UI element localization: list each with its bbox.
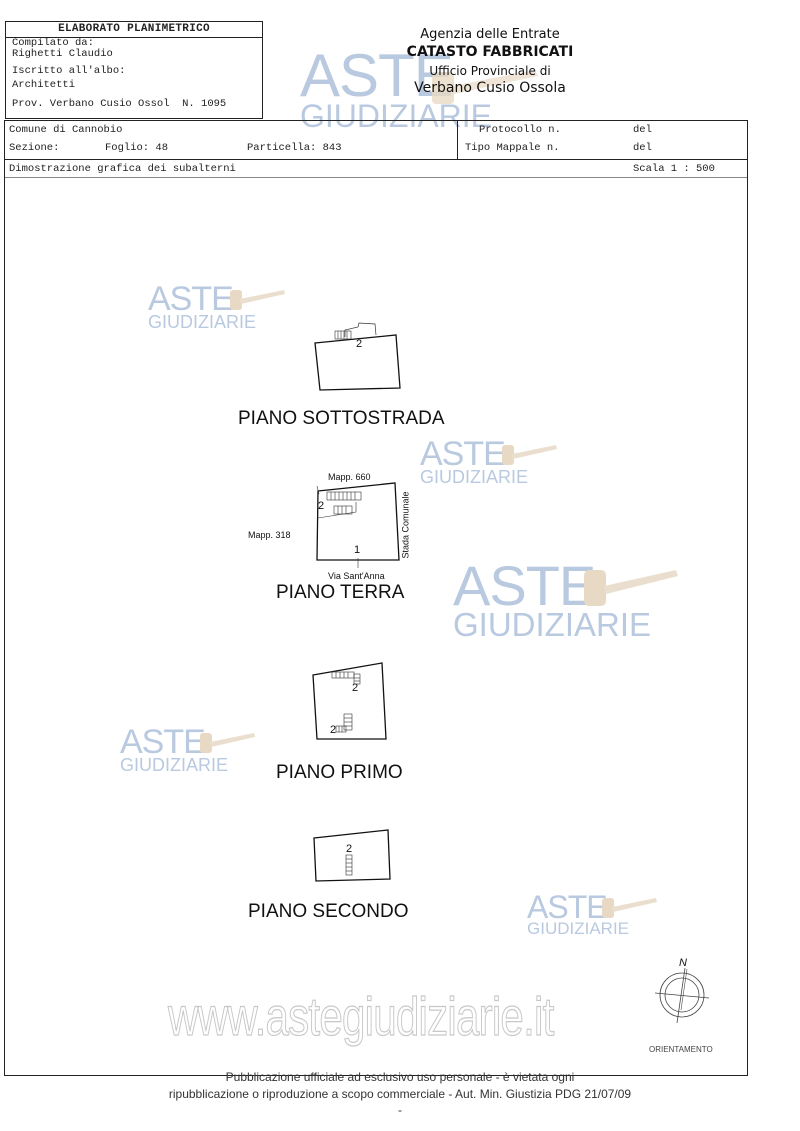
watermark-logo: ASTE GIUDIZIARIE (148, 282, 256, 331)
map-type-date-label: del (633, 142, 652, 154)
adjacent-road-east: Stada Comunale (400, 491, 411, 559)
sheet-number: Foglio: 48 (105, 142, 169, 154)
divider (5, 177, 747, 178)
agency-name: Agenzia delle Entrate (420, 27, 560, 42)
floor-plan-first (312, 662, 387, 740)
divider (457, 121, 458, 159)
adjacent-parcel-north: Mapp. 660 (328, 472, 371, 482)
parcel-number: Particella: 843 (247, 142, 342, 154)
compiled-by-value: Righetti Claudio (12, 48, 113, 60)
watermark-logo-header: ASTE GIUDIZIARIE (300, 46, 493, 134)
watermark-logo-large: ASTE GIUDIZIARIE (453, 558, 652, 643)
adjacent-parcel-west: Mapp. 318 (248, 530, 291, 540)
watermark-aste-text: ASTE (300, 42, 454, 109)
subaltern-number: 2 (318, 500, 325, 512)
watermark-aste-text: ASTE (527, 889, 608, 925)
floor-plan-second (313, 829, 391, 882)
section-label: Sezione: (9, 142, 60, 154)
province-number: Prov. Verbano Cusio Ossol N. 1095 (12, 98, 227, 110)
watermark-aste-text: ASTE (148, 280, 234, 318)
scale: Scala 1 : 500 (633, 163, 715, 175)
plan-label-first: PIANO PRIMO (276, 762, 403, 783)
drafter-info-box: ELABORATO PLANIMETRICO Compilato da: Rig… (5, 21, 263, 119)
plan-label-second: PIANO SECONDO (248, 901, 409, 922)
plan-label-ground: PIANO TERRA (276, 582, 405, 603)
watermark-giudiziarie-text: GIUDIZIARIE (300, 98, 493, 134)
subaltern-number: 2 (356, 338, 363, 350)
gavel-icon (230, 290, 285, 310)
watermark-giudiziarie-text: GIUDIZIARIE (420, 467, 529, 487)
agency-province: Verbano Cusio Ossola (414, 80, 566, 96)
municipality: Comune di Cannobio (9, 124, 123, 136)
floor-plan-ground (316, 482, 400, 568)
orientation-label: ORIENTAMENTO (649, 1045, 713, 1054)
gavel-icon (502, 445, 557, 465)
subaltern-number: 2 (346, 843, 353, 855)
subaltern-number: 2 (330, 724, 337, 736)
floor-plan-basement (314, 322, 401, 391)
divider (5, 159, 747, 160)
agency-department: CATASTO FABBRICATI (406, 44, 574, 60)
subaltern-number: 2 (352, 682, 359, 694)
compiled-by-label: Compilato da: (12, 37, 94, 49)
gavel-icon (602, 898, 657, 918)
watermark-aste-text: ASTE (453, 554, 596, 617)
map-type-label: Tipo Mappale n. (465, 142, 560, 154)
north-letter: N (679, 957, 687, 969)
watermark-aste-text: ASTE (420, 435, 506, 473)
gavel-icon (584, 570, 678, 606)
watermark-giudiziarie-text: GIUDIZIARIE (148, 312, 257, 332)
drawing-description: Dimostrazione grafica dei subalterni (9, 163, 236, 175)
document-title: ELABORATO PLANIMETRICO (6, 22, 262, 38)
watermark-giudiziarie-text: GIUDIZIARIE (120, 755, 229, 775)
watermark-logo: ASTE GIUDIZIARIE (527, 891, 629, 937)
agency-office: Ufficio Provinciale di (429, 64, 551, 78)
gavel-icon (200, 733, 255, 753)
drawing-frame: Comune di Cannobio Sezione: Foglio: 48 P… (4, 120, 748, 1076)
subaltern-number: 1 (354, 544, 361, 556)
gavel-icon (432, 70, 538, 104)
watermark-logo: ASTE GIUDIZIARIE (120, 725, 228, 774)
watermark-giudiziarie-text: GIUDIZIARIE (527, 919, 630, 938)
register-value: Architetti (12, 79, 76, 91)
north-arrow-icon (654, 967, 710, 1024)
footer-line-1: Pubblicazione ufficiale ad esclusivo uso… (225, 1070, 575, 1084)
adjacent-road-south: Via Sant'Anna (328, 571, 385, 581)
protocol-date-label: del (633, 124, 652, 136)
footer-line-2: ripubblicazione o riproduzione a scopo c… (168, 1087, 632, 1101)
register-label: Iscritto all'albo: (12, 65, 126, 77)
watermark-logo: ASTE GIUDIZIARIE (420, 437, 528, 486)
footer-line-3: - (398, 1103, 402, 1117)
watermark-url: www.astegiudiziarie.it (168, 986, 555, 1047)
plan-label-basement: PIANO SOTTOSTRADA (238, 408, 445, 429)
watermark-giudiziarie-text: GIUDIZIARIE (453, 606, 652, 643)
watermark-aste-text: ASTE (120, 723, 206, 761)
protocol-label: Protocollo n. (479, 124, 561, 136)
